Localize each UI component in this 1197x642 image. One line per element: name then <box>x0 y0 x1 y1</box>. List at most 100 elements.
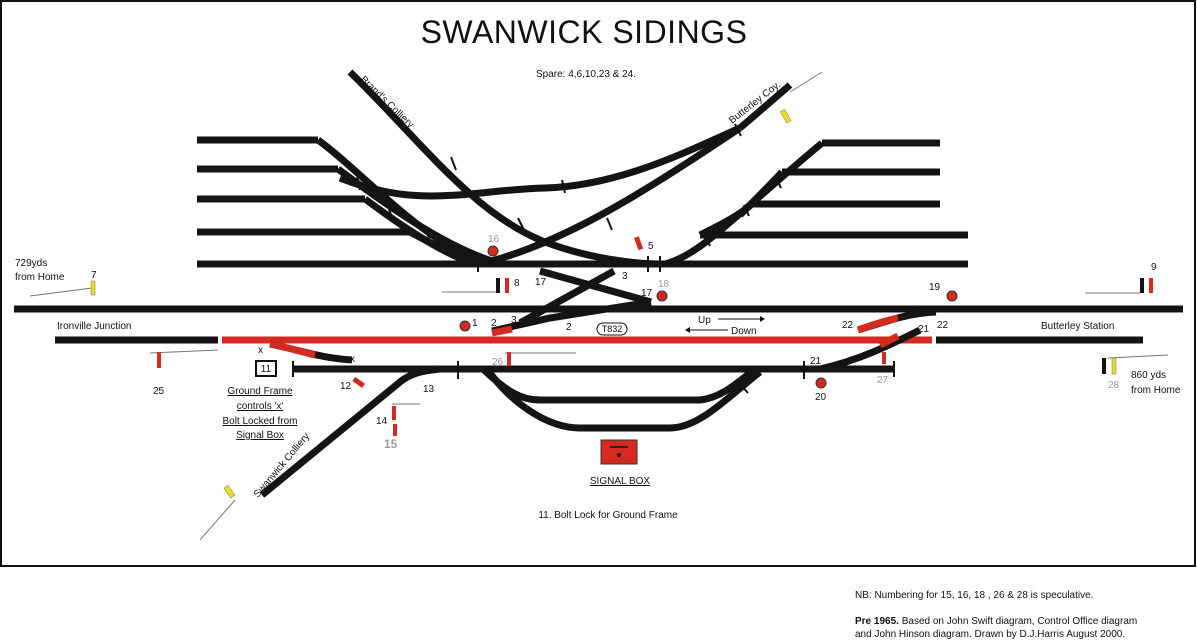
signal-14 <box>392 406 396 420</box>
tie-mark <box>501 387 513 394</box>
track-circuit-label: T832 <box>602 324 623 334</box>
ground-frame-box <box>255 360 277 377</box>
signal-post <box>1107 354 1169 359</box>
lever-5: 5 <box>648 241 654 252</box>
tie-mark <box>740 384 749 394</box>
signal-15 <box>393 424 397 436</box>
lever-21b: 21 <box>918 324 930 335</box>
distant-signal-butterley <box>779 108 792 124</box>
home-signal-25 <box>157 352 161 368</box>
home-signal-8 <box>505 278 509 293</box>
tie-mark <box>561 179 566 194</box>
disc-16 <box>487 245 499 257</box>
distance-left-line1: 729yds <box>15 258 47 269</box>
spare-levers-note: Spare: 4,6,10,23 & 24. <box>536 69 636 80</box>
lever-19: 19 <box>929 282 941 293</box>
lower-siding-2 <box>487 369 763 432</box>
ground-frame-number: 11 <box>261 364 272 375</box>
distant-signal-28 <box>1111 357 1117 375</box>
lever-21a: 21 <box>810 356 822 367</box>
lever-14: 14 <box>376 416 388 427</box>
tie-mark <box>704 235 711 247</box>
signal-post <box>149 349 219 354</box>
signal-post <box>29 287 93 297</box>
distant-signal-swanwick <box>223 485 236 499</box>
tie-mark <box>356 174 361 191</box>
down-label: Down <box>731 326 757 337</box>
footer-pre-1965: Pre 1965. Based on John Swift diagram, C… <box>855 616 1137 627</box>
up-arrow-head <box>760 316 765 322</box>
bolt-lock-note: 11. Bolt Lock for Ground Frame <box>538 510 678 521</box>
lever-8: 8 <box>514 278 520 289</box>
distant-signal-7 <box>90 280 96 296</box>
tie-mark <box>775 177 782 189</box>
lever-16: 16 <box>488 234 500 245</box>
lever-2a: 2 <box>491 318 497 329</box>
signal-box-label: SIGNAL BOX <box>590 476 651 487</box>
lever-28: 28 <box>1108 380 1120 391</box>
crossover-3 <box>518 267 616 327</box>
lever-13: 13 <box>423 384 435 395</box>
up-label: Up <box>698 315 711 326</box>
footer-pre-rest: Based on John Swift diagram, Control Off… <box>899 616 1137 627</box>
fan-diagonal-east <box>479 125 742 268</box>
lever-22b: 22 <box>937 320 949 331</box>
crossover-21 <box>819 326 922 373</box>
signal-9-arm <box>1140 278 1144 293</box>
ground-frame-line3: Bolt Locked from <box>222 416 297 427</box>
lever-18: 18 <box>658 279 670 290</box>
home-signal-9 <box>1149 278 1153 293</box>
footer-nb: NB: Numbering for 15, 16, 18 , 26 & 28 i… <box>855 590 1093 601</box>
tie-mark <box>606 217 613 231</box>
lever-27: 27 <box>877 375 889 386</box>
ground-frame-line4: Signal Box <box>236 430 284 441</box>
footer-pre-bold: Pre 1965. <box>855 616 899 627</box>
signal-5 <box>634 236 644 251</box>
disc-1 <box>459 320 471 332</box>
signal-26 <box>507 352 511 366</box>
disc-19 <box>946 290 958 302</box>
disc-20 <box>815 377 827 389</box>
tie-mark <box>426 231 433 248</box>
signal-28-arm <box>1102 358 1106 374</box>
ground-frame-line2: controls 'x' <box>237 401 284 412</box>
distance-right-line1: 860 yds <box>1131 370 1166 381</box>
tie-mark <box>734 123 742 137</box>
x-mark-2: x <box>350 354 355 365</box>
distance-right-line2: from Home <box>1131 385 1181 396</box>
lever-17b: 17 <box>641 288 653 299</box>
lever-17a: 17 <box>535 277 547 288</box>
brands-colliery-line <box>347 69 661 268</box>
signal-8-arm <box>496 278 500 293</box>
signal-box-detail <box>617 453 621 457</box>
crossover-22-red <box>856 314 899 334</box>
x-mark-1: x <box>258 345 263 356</box>
fan-west-4 <box>408 228 481 267</box>
signal-post <box>199 499 236 541</box>
butterley-coy-line <box>737 82 793 131</box>
butterley-station-label: Butterley Station <box>1041 321 1114 332</box>
crossover-21-red <box>878 332 900 349</box>
footer-line3: and John Hinson diagram. Drawn by D.J.Ha… <box>855 629 1125 640</box>
ground-frame-siding-red <box>269 340 316 359</box>
lever-3a: 3 <box>511 315 517 326</box>
swanwick-colliery-line <box>259 365 441 498</box>
lever-15: 15 <box>384 437 398 451</box>
lever-26: 26 <box>492 357 504 368</box>
fan-east-3 <box>737 169 785 218</box>
lever-2b: 2 <box>566 322 572 333</box>
disc-17 <box>656 290 668 302</box>
distance-left-line2: from Home <box>15 272 65 283</box>
lever-1: 1 <box>472 318 478 329</box>
tie-mark <box>517 217 525 231</box>
lever-20: 20 <box>815 392 827 403</box>
crossover-2-red <box>491 325 513 337</box>
signal-box-icon <box>600 439 638 465</box>
lever-12: 12 <box>340 381 352 392</box>
ground-frame-line1: Ground Frame <box>227 386 292 397</box>
fan-east-1 <box>664 140 825 268</box>
lever-9: 9 <box>1151 262 1157 273</box>
tie-mark <box>450 156 457 171</box>
butterley-branch-curve <box>338 124 742 200</box>
